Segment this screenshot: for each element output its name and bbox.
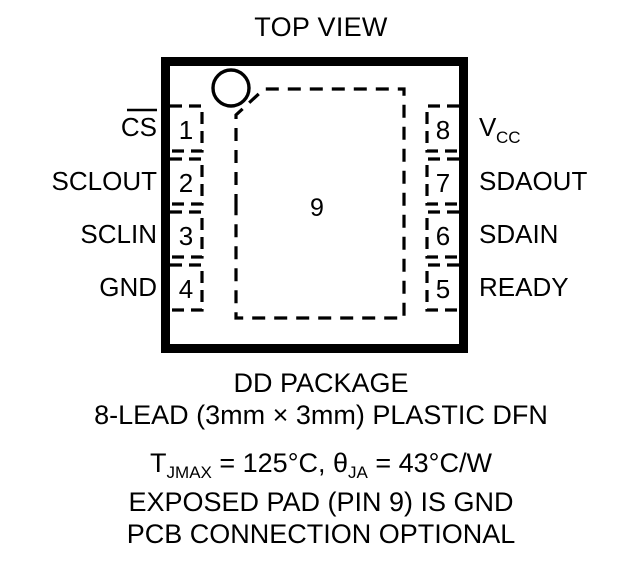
- pin-label-subscript-8: CC: [496, 128, 521, 147]
- pin-box-2: 2: [170, 157, 204, 206]
- pin-number-7: 7: [436, 168, 450, 198]
- pin-label-8: V CC: [479, 112, 521, 147]
- tjmax-subscript: JMAX: [167, 463, 212, 482]
- exposed-pad-number: 9: [310, 194, 324, 222]
- pin1-dot-icon: [211, 68, 251, 108]
- pin-label-text-1: CS: [121, 112, 157, 142]
- pin-number-3: 3: [179, 221, 193, 251]
- diagram-title: TOP VIEW: [254, 12, 388, 42]
- caption-thermal-spec: TJMAX = 125°C, θJA = 43°C/W: [150, 448, 492, 482]
- pin-number-8: 8: [436, 115, 450, 145]
- pin-label-text-3: SCLIN: [80, 219, 157, 249]
- caption-exposed-pad-note: EXPOSED PAD (PIN 9) IS GND: [128, 487, 513, 517]
- pin-label-text-7: SDAOUT: [479, 166, 587, 196]
- pin-box-7: 7: [425, 157, 459, 206]
- pin-label-text-6: SDAIN: [479, 219, 558, 249]
- theta-value: = 43°C/W: [368, 448, 493, 478]
- pin-box-1: 1: [170, 104, 204, 153]
- pin-number-6: 6: [436, 221, 450, 251]
- pin-number-5: 5: [436, 274, 450, 304]
- caption-lead-count: 8-LEAD (3mm × 3mm) PLASTIC DFN: [94, 400, 548, 430]
- tjmax-value: = 125°C,: [212, 448, 333, 478]
- tjmax-symbol: T: [150, 448, 167, 478]
- pin-box-3: 3: [170, 210, 204, 259]
- pin-label-text-2: SCLOUT: [52, 166, 158, 196]
- pin-box-8: 8: [425, 104, 459, 153]
- pin-label-text-8: V: [479, 112, 497, 142]
- pin-box-5: 5: [425, 263, 459, 312]
- pin-box-4: 4: [170, 263, 204, 312]
- pin-label-1: CS: [121, 108, 157, 142]
- theta-subscript: JA: [348, 463, 369, 482]
- pin-number-1: 1: [179, 115, 193, 145]
- caption-package-name: DD PACKAGE: [233, 368, 408, 398]
- pin-label-text-4: GND: [99, 272, 157, 302]
- caption-pcb-note: PCB CONNECTION OPTIONAL: [127, 519, 516, 549]
- pin-box-6: 6: [425, 210, 459, 259]
- exposed-pad-outline: [234, 87, 406, 320]
- pin-label-text-5: READY: [479, 272, 569, 302]
- theta-symbol: θ: [333, 448, 348, 478]
- pin-number-2: 2: [179, 168, 193, 198]
- pin-number-4: 4: [179, 274, 193, 304]
- package-body-outline: [161, 57, 468, 353]
